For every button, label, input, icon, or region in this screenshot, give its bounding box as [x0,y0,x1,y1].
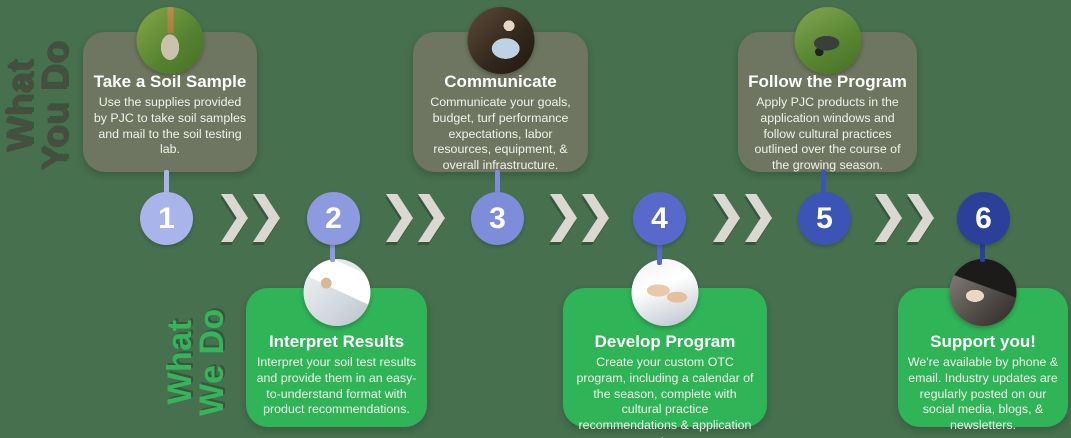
step-title: Follow the Program [748,72,907,91]
shovel-in-grass-photo [136,7,204,74]
double-chevron-icon [386,194,445,242]
chevron-right-icon [582,194,609,242]
what-we-do-line2: We Do [193,308,232,416]
what-we-do-line1: What [161,319,199,405]
double-chevron-icon [221,194,280,242]
step-number-circle-2: 2 [307,192,360,245]
step-title: Communicate [444,72,557,91]
step-number-circle-5: 5 [798,192,851,245]
hand-dialing-office-phone-photo [949,259,1017,326]
what-you-do-label: What You Do [0,21,82,191]
step-number: 5 [816,201,833,235]
step-card-follow-the-program: Follow the Program Apply PJC products in… [738,7,917,172]
riding-lawn-mower-photo [794,7,861,74]
step-title: Develop Program [594,332,736,351]
chevron-right-icon [907,194,934,242]
connector-stem-6 [980,243,985,262]
connector-stem-1 [164,170,169,193]
step-title: Interpret Results [268,332,405,351]
what-we-do-label: What We Do [161,287,244,437]
step-card-take-a-soil-sample: Take a Soil Sample Use the supplies prov… [83,7,257,172]
step-description: Interpret your soil test results and pro… [256,355,417,417]
chevron-right-icon [713,194,740,242]
writing-soil-test-results-photo [303,259,370,326]
chevron-right-icon [386,194,413,242]
step-description: Use the supplies provided by PJC to take… [93,95,247,157]
step-title: Support you! [930,332,1036,351]
what-you-do-line2: You Do [34,41,76,171]
hands-planning-papers-photo [631,259,699,326]
connector-stem-5 [821,170,826,193]
step-title: Take a Soil Sample [93,72,247,91]
step-number: 3 [489,201,506,235]
step-description: Apply PJC products in the application wi… [754,95,901,172]
step-description: Communicate your goals, budget, turf per… [430,95,571,172]
double-chevron-icon [550,194,609,242]
step-card-develop-program: Develop Program Create your custom OTC p… [563,259,767,438]
step-number: 1 [158,201,175,235]
step-number-circle-3: 3 [471,192,524,245]
connector-stem-3 [495,170,500,193]
person-on-phone-at-laptop-photo [467,7,534,74]
step-number-circle-4: 4 [633,192,686,245]
step-number-circle-1: 1 [140,192,193,245]
chevron-right-icon [221,194,248,242]
step-card-communicate: Communicate Communicate your goals, budg… [413,7,588,172]
chevron-right-icon [875,194,902,242]
step-description: We're available by phone & email. Indust… [907,355,1059,432]
step-number: 4 [651,201,668,235]
step-card-interpret-results: Interpret Results Interpret your soil te… [246,259,427,427]
chevron-right-icon [418,194,445,242]
connector-stem-4 [657,243,662,265]
double-chevron-icon [875,194,934,242]
chevron-right-icon [745,194,772,242]
step-number-circle-6: 6 [957,192,1010,245]
step-description: Create your custom OTC program, includin… [576,355,754,438]
what-you-do-line1: What [0,59,40,153]
chevron-right-icon [253,194,280,242]
chevron-right-icon [550,194,577,242]
step-number: 2 [325,201,342,235]
double-chevron-icon [713,194,772,242]
step-number: 6 [975,201,992,235]
step-card-support-you: Support you! We're available by phone & … [898,259,1068,432]
connector-stem-2 [330,243,335,262]
